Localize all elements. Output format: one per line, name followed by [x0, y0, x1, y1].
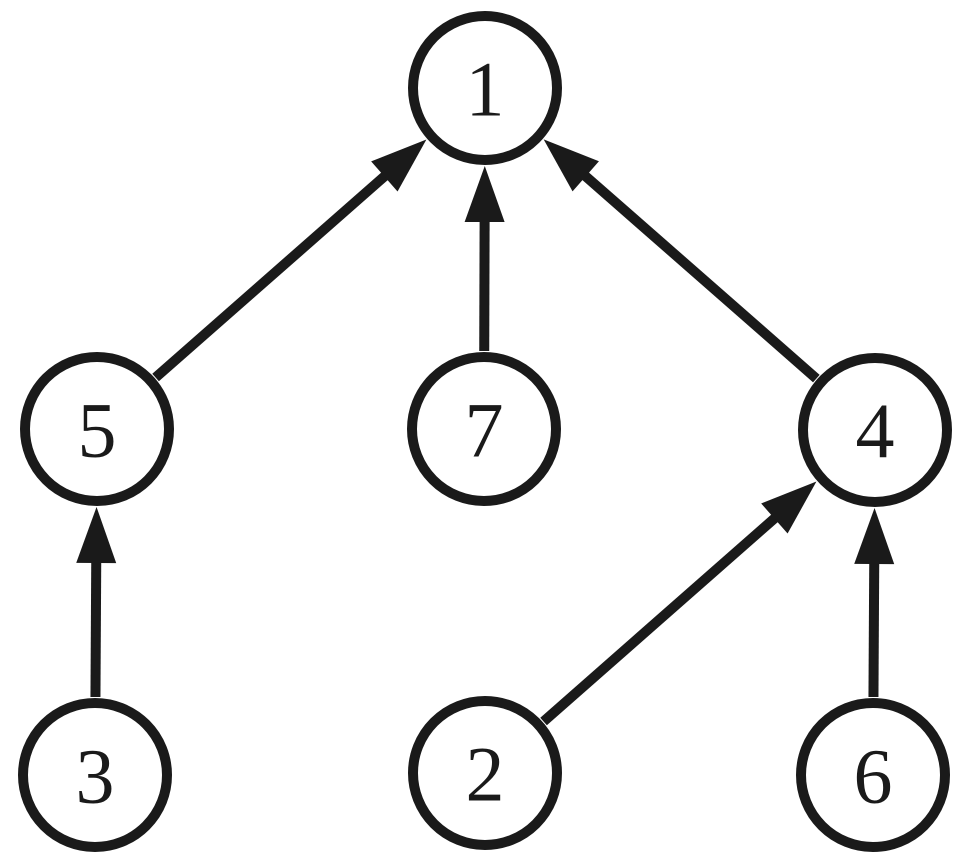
node-2: 2 — [408, 696, 562, 850]
node-circle — [796, 698, 950, 852]
node-label: 1 — [466, 45, 505, 132]
node-label: 7 — [465, 386, 504, 473]
node-label: 4 — [856, 387, 895, 474]
edge-6-4 — [868, 559, 880, 698]
arrowhead-2-4 — [761, 481, 817, 534]
edge-5-1 — [152, 170, 391, 382]
node-label: 5 — [78, 386, 117, 473]
edge-3-5 — [90, 558, 102, 698]
node-1: 1 — [408, 11, 562, 165]
edge-4-1 — [579, 169, 820, 383]
node-4: 4 — [798, 353, 952, 507]
node-circle — [18, 698, 172, 852]
arrowhead-5-1 — [371, 139, 427, 192]
arrowhead-6-4 — [854, 507, 895, 565]
arrowhead-7-1 — [464, 165, 505, 223]
node-7: 7 — [407, 352, 561, 506]
node-5: 5 — [20, 352, 174, 506]
node-6: 6 — [796, 698, 950, 852]
arrowhead-3-5 — [76, 506, 117, 564]
arrowhead-4-1 — [543, 139, 599, 192]
node-circle — [20, 352, 174, 506]
node-circle — [408, 11, 562, 165]
node-circle — [798, 353, 952, 507]
node-label: 6 — [854, 732, 893, 819]
node-3: 3 — [18, 698, 172, 852]
edge-2-4 — [540, 512, 781, 726]
node-circle — [408, 696, 562, 850]
node-label: 2 — [466, 730, 505, 817]
node-circle — [407, 352, 561, 506]
node-label: 3 — [76, 732, 115, 819]
